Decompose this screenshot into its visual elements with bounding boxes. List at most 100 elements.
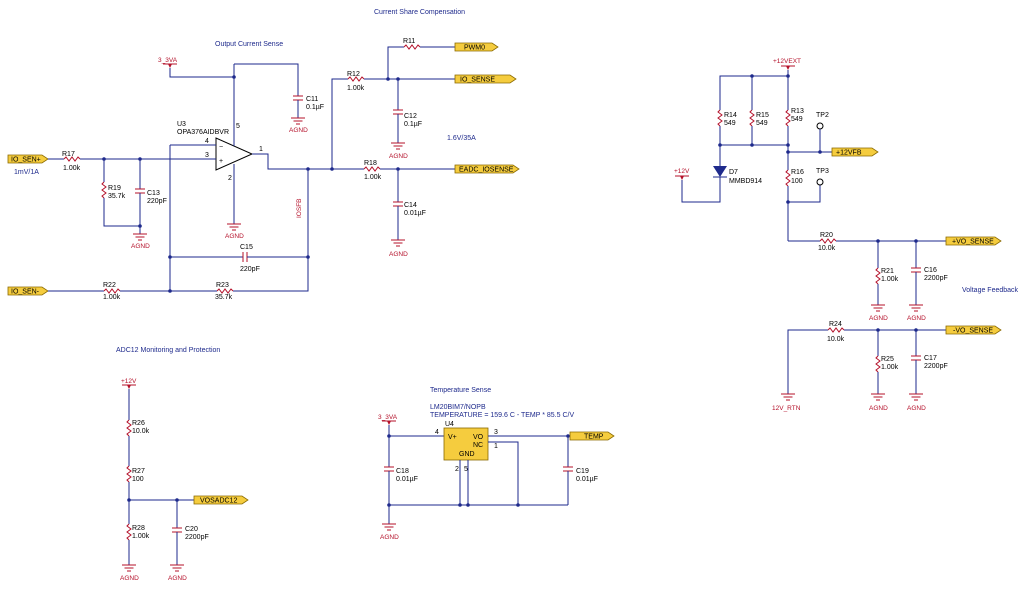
r12-ref: R12 (347, 71, 360, 78)
c12-ref: C12 (404, 113, 417, 120)
agnd-label-r25: AGND (869, 405, 888, 412)
pwm0-label: PWM0 (464, 45, 485, 52)
c17-ref: C17 (924, 355, 937, 362)
r21-ref: R21 (881, 268, 894, 275)
r27-ref: R27 (132, 468, 145, 475)
r25-value: 1.00k (881, 364, 899, 371)
r27-resistor (126, 465, 132, 483)
io-sen-p-port (7, 154, 49, 164)
eadc-iosense-label: EADC_IOSENSE (459, 167, 514, 174)
r24-ref: R24 (829, 321, 842, 328)
c17-capacitor (911, 355, 921, 361)
c12-value: 0.1µF (404, 121, 422, 128)
c15-capacitor (242, 252, 248, 262)
vosadc12-port (193, 495, 249, 505)
power-12vext-label: +12VEXT (773, 58, 801, 65)
agnd-symbol-r25 (871, 393, 885, 401)
r25-ref: R25 (881, 356, 894, 363)
agnd-label-u3: AGND (225, 233, 244, 240)
r12-value: 1.00k (347, 85, 365, 92)
agnd-label-r21: AGND (869, 315, 888, 322)
title-voltage-feedback: Voltage Feedback (962, 287, 1019, 294)
agnd-symbol-c12 (391, 142, 405, 150)
u4-pin4: 4 (435, 429, 439, 436)
title-temperature-sense: Temperature Sense (430, 387, 491, 394)
power-3v3a-label: 3_3VA (158, 57, 178, 64)
tp2-testpoint (816, 122, 824, 130)
agnd-label-temp: AGND (380, 534, 399, 541)
vfb12-port (831, 147, 879, 157)
power-12vext-flag (786, 66, 790, 70)
c13-ref: C13 (147, 190, 160, 197)
c13-value: 220pF (147, 198, 167, 205)
c18-value: 0.01µF (396, 476, 418, 483)
c19-value: 0.01µF (576, 476, 598, 483)
agnd-symbol-c20 (170, 564, 184, 572)
c15-value: 220pF (240, 266, 260, 273)
r15-value: 549 (756, 120, 768, 127)
io-sense-port (454, 74, 517, 84)
u3-minus: − (219, 144, 223, 151)
r16-value: 100 (791, 178, 803, 185)
r13-ref: R13 (791, 108, 804, 115)
temp-port (569, 431, 615, 441)
tp3-testpoint (816, 178, 824, 186)
tp3-label: TP3 (816, 168, 829, 175)
io-sense-label: IO_SENSE (460, 77, 495, 84)
c11-capacitor (293, 95, 303, 101)
u4-pin5: 5 (464, 466, 468, 473)
agnd-symbol-r28 (122, 564, 136, 572)
r20-ref: R20 (820, 232, 833, 239)
r22-ref: R22 (103, 282, 116, 289)
r19-value: 35.7k (108, 193, 126, 200)
u4-ref: U4 (445, 421, 454, 428)
r26-ref: R26 (132, 420, 145, 427)
agnd-label-c12: AGND (389, 153, 408, 160)
agnd-symbol-u3 (227, 223, 241, 231)
agnd-label-c11: AGND (289, 127, 308, 134)
power-12v-d7-label: +12V (674, 168, 690, 175)
rtn12-symbol (781, 393, 795, 401)
agnd-symbol-c14 (391, 239, 405, 247)
r22-resistor (103, 288, 121, 294)
power-3v3a-temp-label: 3_3VA (378, 414, 398, 421)
u3-pin5: 5 (236, 123, 240, 130)
c15-ref: C15 (240, 244, 253, 251)
r17-value: 1.00k (63, 165, 81, 172)
c12-capacitor (393, 109, 403, 115)
r14-ref: R14 (724, 112, 737, 119)
c18-ref: C18 (396, 468, 409, 475)
agnd-symbol-temp (382, 523, 396, 531)
agnd-label-r28: AGND (120, 575, 139, 582)
r18-resistor (363, 166, 381, 172)
pwm0-port (454, 42, 499, 52)
agnd-symbol-c16 (909, 304, 923, 312)
adc12-circuit: +12V R26 10.0k R27 100 VOSADC12 R28 1.00… (120, 378, 249, 582)
eadc-iosense-port (454, 164, 520, 174)
u4-pin3: 3 (494, 429, 498, 436)
vo-sense-p-label: +VO_SENSE (952, 239, 994, 246)
power-12v-adc-label: +12V (121, 378, 137, 385)
c18-capacitor (384, 466, 394, 472)
title-adc12: ADC12 Monitoring and Protection (116, 347, 220, 354)
vosadc12-label: VOSADC12 (200, 498, 237, 505)
r28-ref: R28 (132, 525, 145, 532)
c20-value: 2200pF (185, 534, 209, 541)
r23-ref: R23 (216, 282, 229, 289)
r18-value: 1.00k (364, 174, 382, 181)
agnd-label-c17: AGND (907, 405, 926, 412)
r25-resistor (875, 355, 881, 373)
r12-resistor (347, 76, 365, 82)
r22-value: 1.00k (103, 294, 121, 301)
vo-sense-p-port (945, 236, 1002, 246)
r15-resistor (749, 109, 755, 127)
r27-value: 100 (132, 476, 144, 483)
r24-value: 10.0k (827, 336, 845, 343)
agnd-label-c13: AGND (131, 243, 150, 250)
power-12v-adc-flag (127, 385, 131, 389)
d7-value: MMBD914 (729, 178, 762, 185)
output-current-sense-circuit: IO_SEN+ 1mV/1A R17 1.00k R19 35.7k C13 2… (7, 57, 364, 301)
title-current-share: Current Share Compensation (374, 9, 465, 16)
c19-capacitor (563, 466, 573, 472)
power-3v3a-temp-flag (387, 421, 391, 425)
